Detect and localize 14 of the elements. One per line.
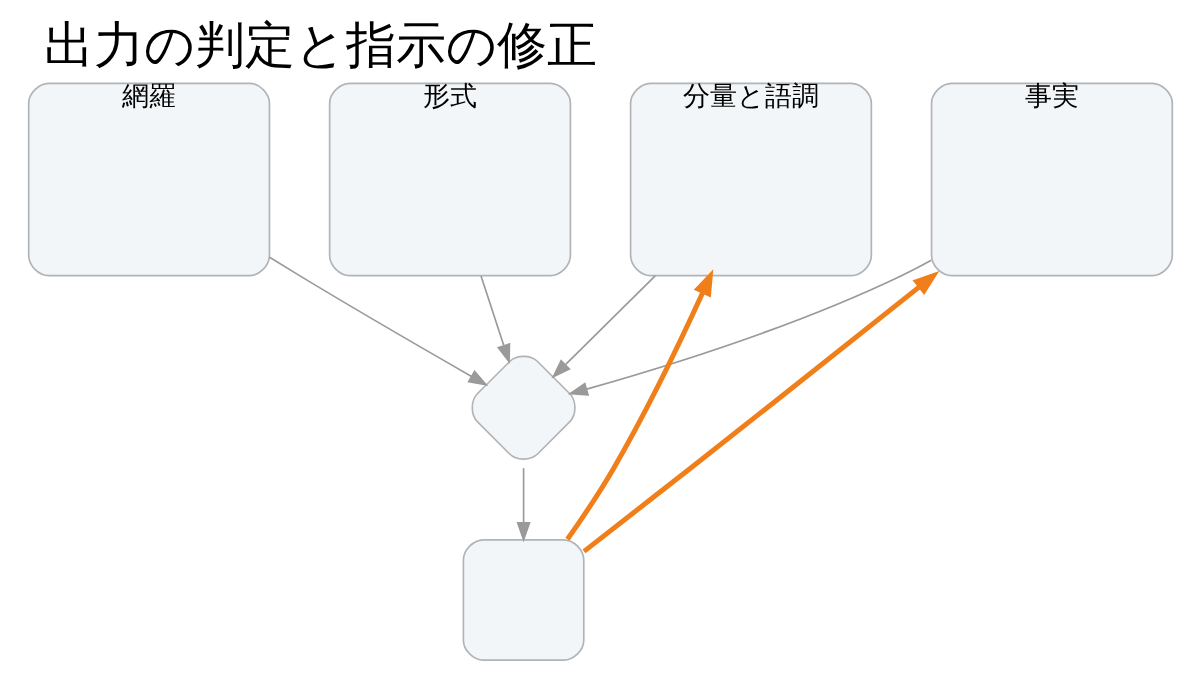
node-box: 分量と語調 (629, 82, 872, 277)
node-box (462, 538, 585, 662)
node-box: 網羅 (27, 82, 270, 277)
arrow (582, 270, 939, 554)
arrow (564, 269, 713, 541)
arrow (567, 259, 932, 396)
arrow (551, 275, 656, 379)
node-box: 事実 (930, 82, 1173, 277)
node-box: 形式 (328, 82, 571, 277)
diagram-title: 出力の判定と指示の修正 (43, 14, 597, 74)
arrow (516, 467, 531, 543)
arrow (268, 256, 488, 386)
node-diamond (470, 355, 576, 460)
arrow (479, 275, 510, 365)
